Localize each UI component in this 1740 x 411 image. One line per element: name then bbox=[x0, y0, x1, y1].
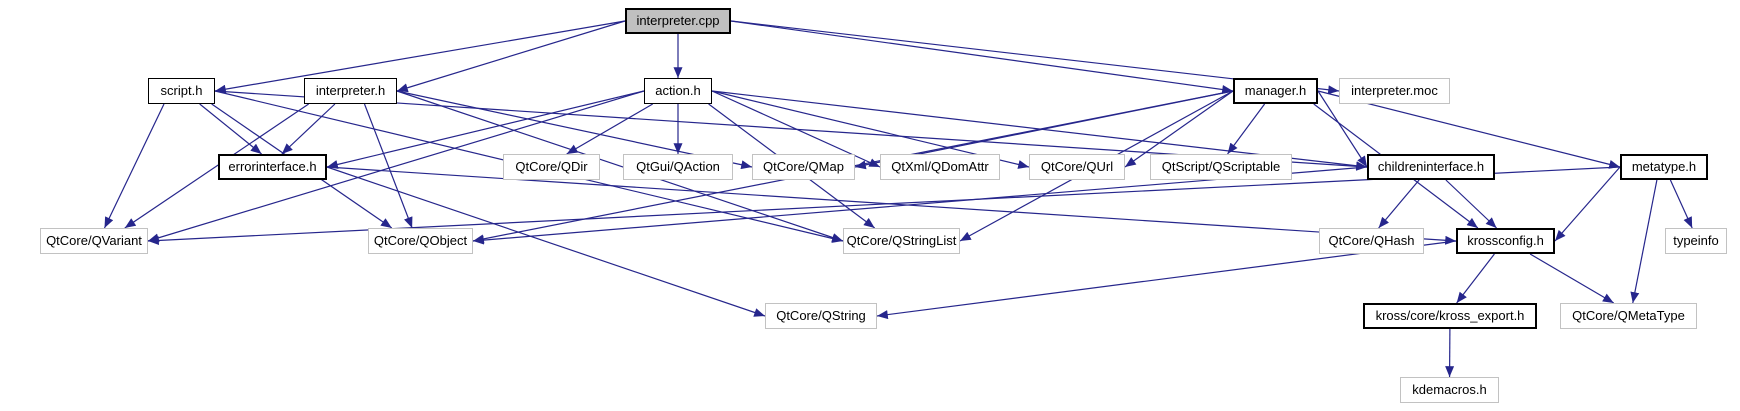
node-qtcore-qmetatype: QtCore/QMetaType bbox=[1560, 303, 1697, 329]
node-interpreter-moc: interpreter.moc bbox=[1339, 78, 1450, 104]
node-qtcore-qurl: QtCore/QUrl bbox=[1029, 154, 1125, 180]
edge-manager-h--qtscript-qscriptable bbox=[1227, 103, 1266, 155]
node-typeinfo: typeinfo bbox=[1665, 228, 1727, 254]
edge-manager-h--qtcore-qurl bbox=[1124, 90, 1234, 168]
edge-interpreter-cpp--manager-h bbox=[730, 20, 1234, 94]
node-qtcore-qobject: QtCore/QObject bbox=[368, 228, 473, 254]
node-qtxml-qdomattr: QtXml/QDomAttr bbox=[880, 154, 1000, 180]
node-qtcore-qstringlist: QtCore/QStringList bbox=[843, 228, 960, 254]
edge-krossconfig-h--kross-export-h bbox=[1456, 253, 1495, 304]
edge-interpreter-cpp--interpreter-h bbox=[396, 20, 626, 93]
node-qtgui-qaction: QtGui/QAction bbox=[623, 154, 733, 180]
edge-interpreter-h--errorinterface-h bbox=[281, 103, 336, 155]
node-action-h[interactable]: action.h bbox=[644, 78, 712, 104]
edge-action-h--errorinterface-h bbox=[326, 90, 645, 169]
edge-childreninterface-h--krossconfig-h bbox=[1445, 179, 1497, 229]
node-interpreter-cpp[interactable]: interpreter.cpp bbox=[625, 8, 731, 34]
node-qtscript-qscriptable: QtScript/QScriptable bbox=[1150, 154, 1292, 180]
node-qtcore-qvariant: QtCore/QVariant bbox=[40, 228, 148, 254]
node-childreninterface-h[interactable]: childreninterface.h bbox=[1367, 154, 1495, 180]
node-kdemacros-h: kdemacros.h bbox=[1400, 377, 1499, 403]
edge-metatype-h--qtcore-qmetatype bbox=[1630, 179, 1658, 304]
edge-errorinterface-h--qtcore-qstring bbox=[326, 166, 766, 317]
edge-childreninterface-h--qtcore-qhash bbox=[1378, 179, 1420, 229]
node-manager-h[interactable]: manager.h bbox=[1233, 78, 1318, 104]
edge-krossconfig-h--qtcore-qmetatype bbox=[1529, 253, 1615, 304]
node-script-h[interactable]: script.h bbox=[148, 78, 215, 104]
edge-metatype-h--typeinfo bbox=[1669, 179, 1693, 229]
node-interpreter-h[interactable]: interpreter.h bbox=[304, 78, 397, 104]
node-qtcore-qhash: QtCore/QHash bbox=[1319, 228, 1424, 254]
edge-action-h--qtcore-qvariant bbox=[147, 90, 645, 243]
node-qtcore-qdir: QtCore/QDir bbox=[503, 154, 600, 180]
node-kross-export-h[interactable]: kross/core/kross_export.h bbox=[1363, 303, 1537, 329]
edge-action-h--qtcore-qdir bbox=[566, 103, 654, 155]
edge-metatype-h--krossconfig-h bbox=[1554, 166, 1621, 242]
node-metatype-h[interactable]: metatype.h bbox=[1620, 154, 1708, 180]
edge-script-h--qtcore-qvariant bbox=[103, 103, 165, 229]
edge-manager-h--childreninterface-h bbox=[1317, 90, 1368, 168]
node-qtcore-qstring: QtCore/QString bbox=[765, 303, 877, 329]
node-krossconfig-h[interactable]: krossconfig.h bbox=[1456, 228, 1555, 254]
edge-interpreter-cpp--script-h bbox=[214, 20, 626, 94]
edge-script-h--errorinterface-h bbox=[199, 103, 262, 155]
edge-interpreter-h--qtcore-qvariant bbox=[124, 103, 309, 229]
node-errorinterface-h[interactable]: errorinterface.h bbox=[218, 154, 327, 180]
edge-interpreter-h--qtcore-qobject bbox=[363, 103, 413, 229]
node-qtcore-qmap: QtCore/QMap bbox=[752, 154, 855, 180]
